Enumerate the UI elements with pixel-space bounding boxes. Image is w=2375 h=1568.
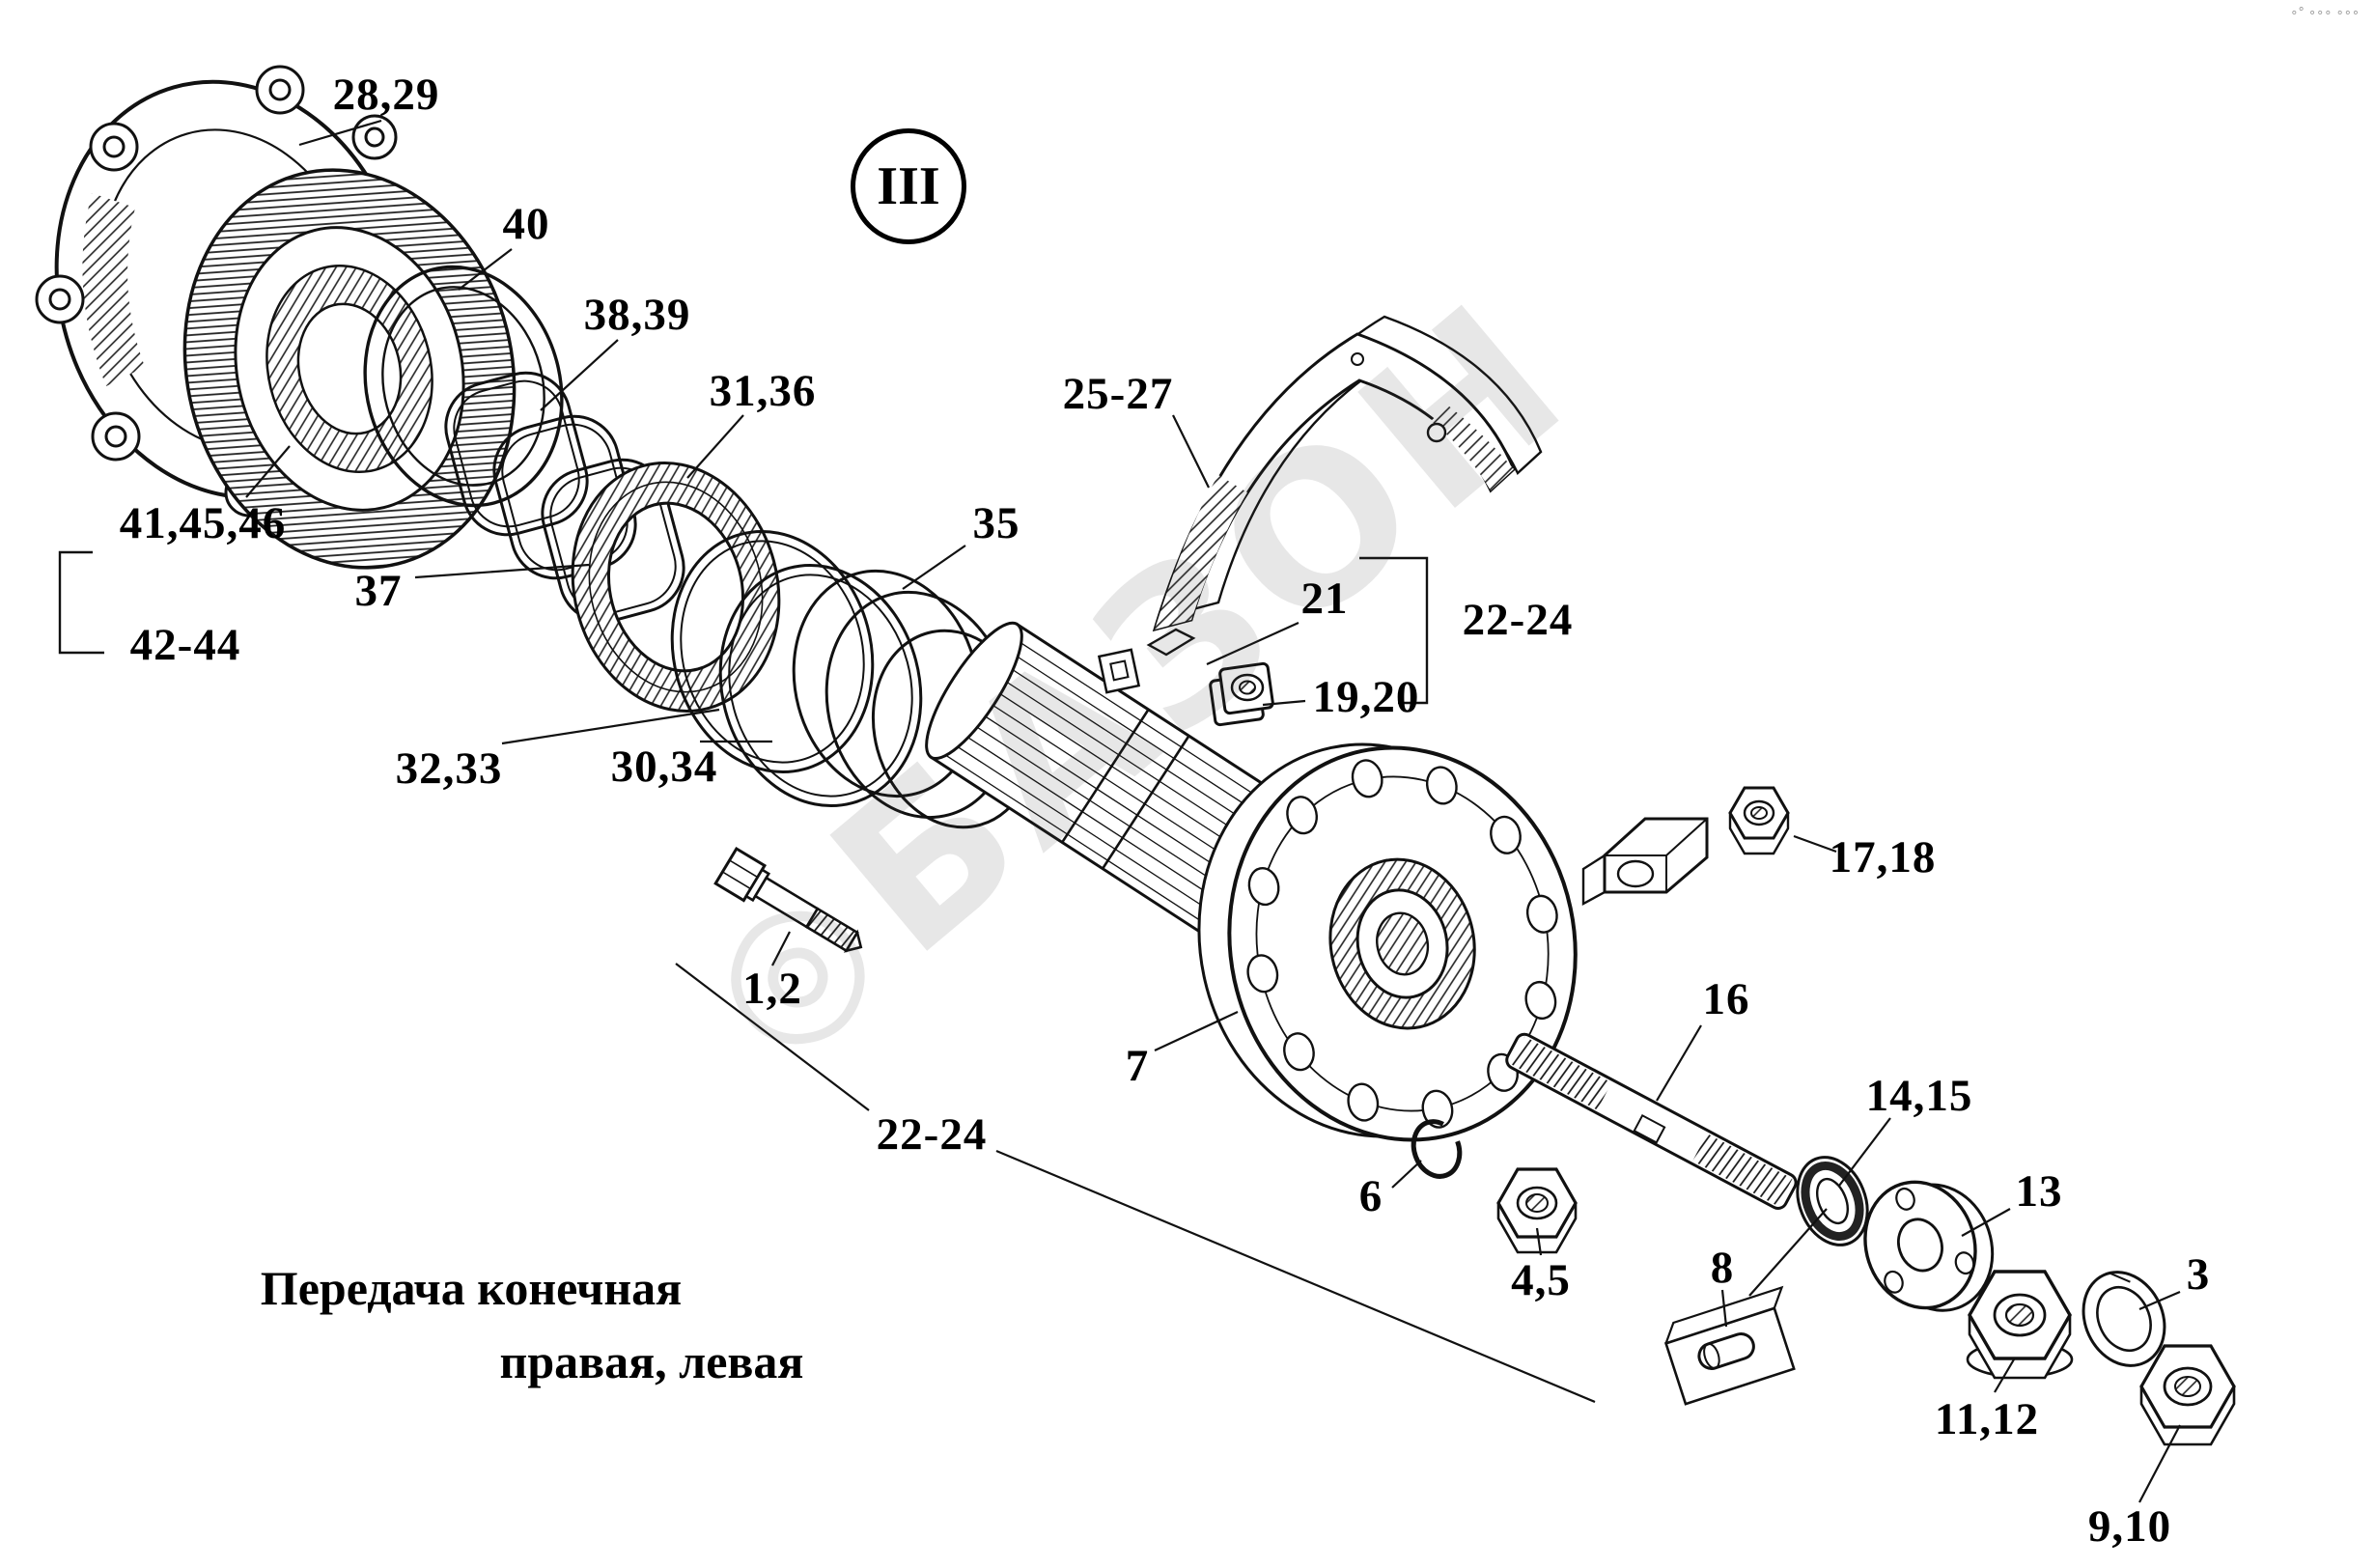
label-22-24-right: 22-24 bbox=[1462, 595, 1574, 645]
label-28-29: 28,29 bbox=[332, 70, 440, 120]
diagram-title-line1: Передача конечная bbox=[260, 1261, 683, 1315]
part-washer-13 bbox=[1863, 1180, 1995, 1312]
part-nut-4-5 bbox=[1496, 1167, 1578, 1254]
label-32-33: 32,33 bbox=[395, 743, 503, 794]
leader-lines bbox=[245, 119, 2181, 1503]
label-16: 16 bbox=[1702, 974, 1750, 1024]
section-marker-text: III bbox=[877, 156, 940, 216]
section-marker: III bbox=[851, 128, 966, 244]
label-19-20: 19,20 bbox=[1312, 672, 1420, 722]
label-25-27: 25-27 bbox=[1062, 369, 1174, 419]
label-13: 13 bbox=[2015, 1166, 2063, 1217]
part-lock-plate-21 bbox=[1097, 628, 1196, 694]
part-stud-16 bbox=[1505, 1032, 1798, 1210]
label-9-10: 9,10 bbox=[2087, 1501, 2172, 1552]
label-8: 8 bbox=[1710, 1243, 1735, 1293]
diagram-title-line2: правая, левая bbox=[499, 1334, 804, 1388]
part-wheel-hub-flange-7 bbox=[1197, 742, 1578, 1142]
part-nut-11-12 bbox=[1966, 1270, 2074, 1380]
label-37: 37 bbox=[354, 566, 403, 616]
label-41-45-46: 41,45,46 bbox=[119, 498, 287, 548]
label-6: 6 bbox=[1358, 1171, 1383, 1221]
label-17-18: 17,18 bbox=[1829, 832, 1937, 882]
part-brake-shield-25-27 bbox=[1152, 315, 1543, 632]
label-21: 21 bbox=[1300, 574, 1349, 624]
label-35: 35 bbox=[972, 498, 1020, 548]
label-38-39: 38,39 bbox=[583, 290, 691, 340]
label-3: 3 bbox=[2186, 1249, 2211, 1300]
part-pin-8 bbox=[1663, 1285, 1796, 1406]
label-22-24-bottom: 22-24 bbox=[876, 1109, 988, 1160]
part-circlip-6 bbox=[1411, 1119, 1463, 1179]
part-bracket-17-18 bbox=[1581, 817, 1709, 907]
bracket-22-24 bbox=[1359, 556, 1429, 705]
part-spring-ring-40 bbox=[363, 265, 564, 508]
part-nut-19-20 bbox=[1209, 661, 1274, 727]
part-bolt-1-2 bbox=[713, 846, 863, 953]
label-31-36: 31,36 bbox=[709, 366, 817, 416]
part-rings-30-34-32-33 bbox=[670, 529, 923, 808]
label-42-44: 42-44 bbox=[129, 620, 241, 670]
corner-mark: ∘° ∘∘∘ ∘∘∘ bbox=[2290, 6, 2360, 20]
label-40: 40 bbox=[502, 199, 550, 249]
label-7: 7 bbox=[1125, 1041, 1150, 1091]
label-1-2: 1,2 bbox=[742, 964, 802, 1014]
bracket-42-44 bbox=[58, 550, 104, 655]
part-nut-17-18 bbox=[1728, 786, 1790, 855]
label-11-12: 11,12 bbox=[1934, 1394, 2040, 1444]
label-30-34: 30,34 bbox=[610, 742, 718, 792]
part-nut-9-10 bbox=[2139, 1344, 2236, 1446]
part-lock-washer-3 bbox=[2082, 1271, 2166, 1367]
label-4-5: 4,5 bbox=[1511, 1255, 1571, 1305]
part-ring-pack-31-36 bbox=[571, 462, 781, 713]
label-14-15: 14,15 bbox=[1865, 1071, 1973, 1121]
